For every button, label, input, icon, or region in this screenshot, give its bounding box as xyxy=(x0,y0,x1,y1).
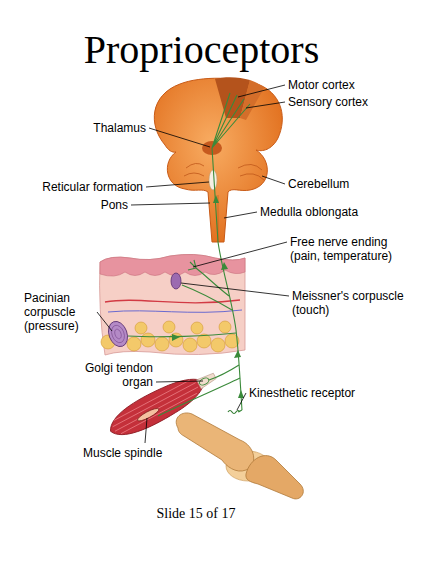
epidermis xyxy=(100,254,245,276)
leader-line xyxy=(193,242,287,267)
skin-section xyxy=(100,254,245,355)
muscle-spindle xyxy=(136,406,160,423)
part-label: Medulla oblongata xyxy=(260,205,358,219)
fat-cell xyxy=(163,321,175,333)
arrowhead xyxy=(234,350,241,358)
fat-cell xyxy=(169,333,183,347)
part-label: Reticular formation xyxy=(42,180,143,194)
fat-cell xyxy=(127,337,141,351)
golgi-tendon-organ xyxy=(198,377,210,387)
fat-cell xyxy=(191,322,203,334)
arrowhead xyxy=(172,334,180,341)
leader-line xyxy=(224,212,257,218)
nerve-fiber xyxy=(209,365,239,380)
leader-line xyxy=(262,176,285,184)
fat-cell xyxy=(183,338,197,352)
nerve-fiber xyxy=(212,148,218,242)
nerve-fiber xyxy=(182,285,232,310)
cerebellum-folds xyxy=(184,163,264,180)
part-label: Muscle spindle xyxy=(83,446,162,460)
pacinian-corpuscle-outer xyxy=(105,319,131,350)
tendon xyxy=(197,371,218,388)
arrowhead xyxy=(221,262,228,270)
nerve-fiber xyxy=(238,410,242,412)
leader-line xyxy=(97,312,112,331)
dermis xyxy=(100,254,245,355)
pacinian-corpuscle-ring xyxy=(113,328,122,339)
arrowhead xyxy=(213,195,219,203)
blood-vessel xyxy=(108,310,242,312)
part-label: Golgi tendon organ xyxy=(73,361,153,389)
pacinian-corpuscle xyxy=(105,319,131,350)
fat-cell xyxy=(211,338,225,352)
part-label: Kinesthetic receptor xyxy=(249,386,355,400)
leader-line xyxy=(246,102,285,108)
part-label: Pons xyxy=(101,198,128,212)
nerve-fiber xyxy=(218,242,242,410)
nerve-arrowheads xyxy=(172,195,244,398)
nerve-fiber xyxy=(158,378,240,416)
part-label: Pacinian corpuscle (pressure) xyxy=(24,291,94,333)
fat-cell xyxy=(155,337,169,351)
leader-line xyxy=(238,85,285,97)
part-label: Free nerve ending (pain, temperature) xyxy=(290,235,408,263)
leader-line xyxy=(237,393,246,410)
arrowhead xyxy=(238,390,244,398)
leader-line xyxy=(131,203,210,205)
leader-line xyxy=(145,418,147,443)
meissner-corpuscle xyxy=(171,273,181,289)
slide-caption: Slide 15 of 17 xyxy=(0,506,392,522)
part-label: Meissner's corpuscle (touch) xyxy=(292,289,414,317)
fat-cell xyxy=(141,333,155,347)
leader-line xyxy=(149,128,210,147)
fat-cell xyxy=(135,322,147,334)
fat-cell xyxy=(219,321,231,333)
pacinian-corpuscle-ring xyxy=(109,323,126,344)
nerve-fiber xyxy=(212,93,250,148)
slide-title: Proprioceptors xyxy=(0,28,403,72)
part-label: Thalamus xyxy=(93,121,146,135)
leader-line xyxy=(156,381,203,382)
bone xyxy=(176,413,254,471)
nerve-fiber xyxy=(128,333,236,337)
leader-line xyxy=(146,182,209,187)
part-label: Sensory cortex xyxy=(288,95,368,109)
leader-line xyxy=(181,283,289,296)
reticular-formation-region xyxy=(209,170,217,190)
bone xyxy=(246,456,303,499)
joint xyxy=(176,411,303,499)
part-label: Cerebellum xyxy=(288,177,349,191)
part-label: Motor cortex xyxy=(288,78,355,92)
